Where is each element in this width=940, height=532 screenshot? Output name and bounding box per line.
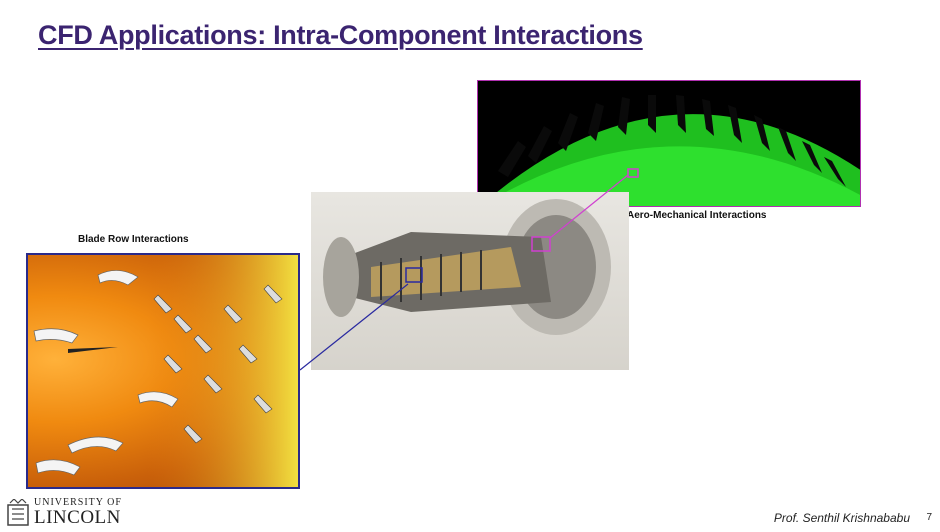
page-number: 7 <box>926 512 932 523</box>
university-logo: UNIVERSITY OF LINCOLN <box>6 498 122 527</box>
blade-row-caption: Blade Row Interactions <box>78 234 189 245</box>
presenter-name: Prof. Senthil Krishnababu <box>773 511 910 525</box>
gas-turbine-cutaway-image <box>311 192 629 370</box>
university-of-text: UNIVERSITY OF <box>34 497 122 508</box>
aero-mechanical-image <box>477 80 861 207</box>
slide-title: CFD Applications: Intra-Component Intera… <box>38 20 643 50</box>
blade-row-image <box>26 253 300 489</box>
aero-mechanical-caption: Aero-Mechanical Interactions <box>627 210 767 221</box>
lincoln-text: LINCOLN <box>34 507 121 528</box>
crest-icon <box>7 498 29 526</box>
